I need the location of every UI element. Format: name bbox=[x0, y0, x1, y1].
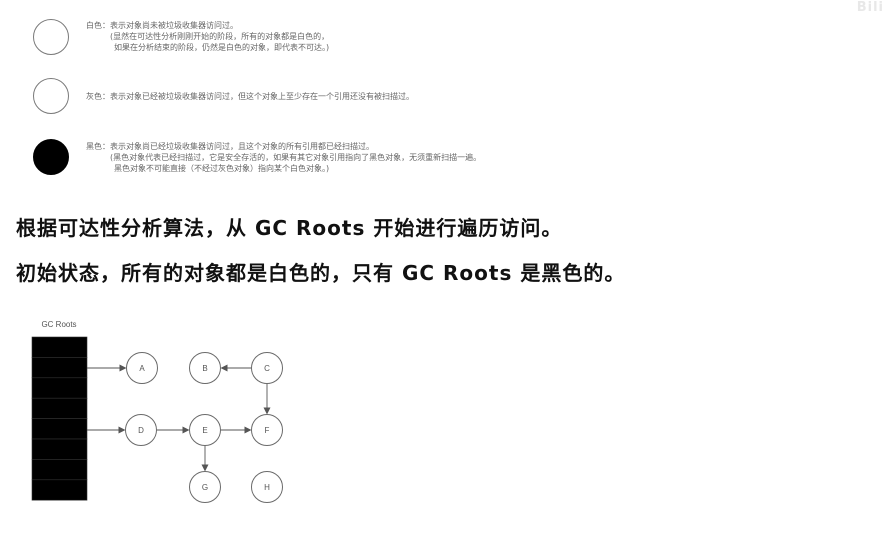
gc-roots-stack-cell bbox=[31, 377, 88, 399]
legend-white-line3: 如果在分析结束的阶段，仍然是白色的对象，即代表不可达。) bbox=[114, 43, 330, 52]
node-f-circle bbox=[251, 414, 283, 446]
node-d-label: D bbox=[138, 426, 144, 435]
node-g-circle bbox=[189, 471, 221, 503]
white-object-circle-icon bbox=[33, 19, 69, 55]
node-b-label: B bbox=[202, 364, 207, 373]
legend-white-text: 白色：表示对象尚未被垃圾收集器访问过。 (显然在可达性分析刚刚开始的阶段，所有的… bbox=[86, 20, 329, 53]
gc-roots-stack-cell bbox=[31, 336, 88, 358]
reachability-diagram: GC Roots A B C D E F G H bbox=[31, 320, 283, 503]
node-c: C bbox=[251, 352, 283, 384]
gc-roots-stack-cell bbox=[31, 397, 88, 419]
gc-roots-stack-cell bbox=[31, 357, 88, 379]
node-g-label: G bbox=[202, 483, 208, 492]
caption-line-2: 初始状态，所有的对象都是白色的，只有 GC Roots 是黑色的。 bbox=[16, 261, 626, 285]
legend-white-line1: 白色：表示对象尚未被垃圾收集器访问过。 bbox=[86, 21, 238, 30]
node-a-label: A bbox=[139, 364, 145, 373]
legend-white-line2: (显然在可达性分析刚刚开始的阶段，所有的对象都是白色的， bbox=[110, 32, 330, 41]
node-a-circle bbox=[126, 352, 158, 384]
gc-roots-stack-cell bbox=[31, 418, 88, 440]
node-c-circle bbox=[251, 352, 283, 384]
gc-roots-stack-cell bbox=[31, 479, 88, 501]
gray-object-circle-icon bbox=[33, 78, 69, 114]
legend-black-text: 黑色：表示对象尚已经垃圾收集器访问过，且这个对象的所有引用都已经扫描过。 (黑色… bbox=[86, 141, 481, 174]
legend-black-line3: 黑色对象不可能直接（不经过灰色对象）指向某个白色对象。) bbox=[114, 164, 330, 173]
node-a: A bbox=[126, 352, 158, 384]
black-object-circle-icon bbox=[33, 139, 69, 175]
legend-black-line2: (黑色对象代表已经扫描过，它是安全存活的，如果有其它对象引用指向了黑色对象，无须… bbox=[110, 153, 482, 162]
node-h-circle bbox=[251, 471, 283, 503]
caption-line-1: 根据可达性分析算法，从 GC Roots 开始进行遍历访问。 bbox=[16, 216, 563, 240]
node-d-circle bbox=[125, 414, 157, 446]
legend-black-line1: 黑色：表示对象尚已经垃圾收集器访问过，且这个对象的所有引用都已经扫描过。 bbox=[86, 142, 374, 151]
node-f: F bbox=[251, 414, 283, 446]
diagram-edges bbox=[87, 364, 271, 472]
node-d: D bbox=[125, 414, 157, 446]
gc-roots-label: GC Roots bbox=[41, 320, 76, 329]
gc-roots-stack bbox=[31, 336, 88, 501]
node-e: E bbox=[189, 414, 221, 446]
node-f-label: F bbox=[265, 426, 270, 435]
legend-gray-text: 灰色：表示对象已经被垃圾收集器访问过，但这个对象上至少存在一个引用还没有被扫描过… bbox=[86, 91, 414, 102]
diagram-nodes: A B C D E F G H bbox=[125, 352, 283, 503]
node-b-circle bbox=[189, 352, 221, 384]
node-e-label: E bbox=[202, 426, 207, 435]
node-h-label: H bbox=[264, 483, 270, 492]
node-h: H bbox=[251, 471, 283, 503]
legend-gray-line1: 灰色：表示对象已经被垃圾收集器访问过，但这个对象上至少存在一个引用还没有被扫描过… bbox=[86, 92, 414, 101]
node-b: B bbox=[189, 352, 221, 384]
gc-roots-stack-cell bbox=[31, 438, 88, 460]
node-c-label: C bbox=[264, 364, 270, 373]
node-g: G bbox=[189, 471, 221, 503]
gc-roots-stack-cell bbox=[31, 459, 88, 481]
node-e-circle bbox=[189, 414, 221, 446]
site-watermark: Bili bbox=[856, 0, 884, 15]
